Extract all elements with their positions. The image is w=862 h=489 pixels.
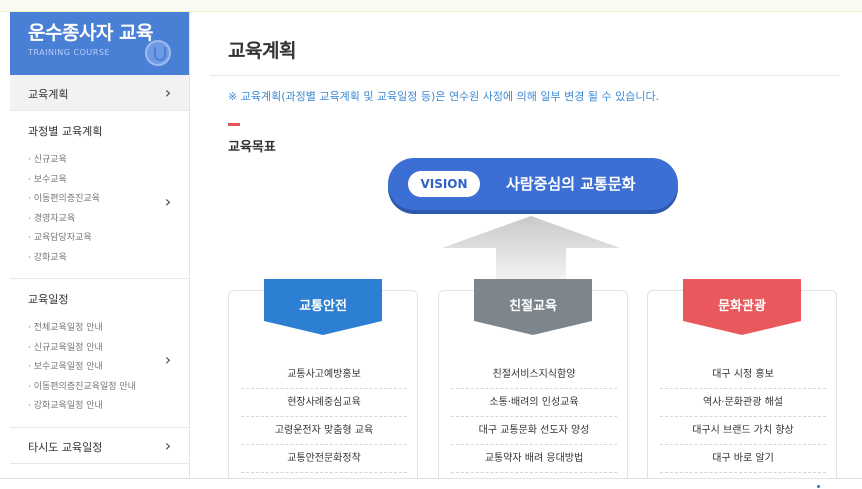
card-item: 현장사례중심교육 — [241, 389, 407, 417]
sidebar-subitem[interactable]: · 이동편의증진교육 — [28, 194, 100, 204]
scroll-indicator-icon — [817, 485, 820, 488]
card-item: 대구 시정 홍보 — [660, 361, 826, 389]
vision-tag: VISION — [408, 171, 480, 197]
card-item-list: 친절서비스지식함양 소통·배려의 인성교육 대구 교통문화 선도자 양성 교통약… — [451, 361, 617, 489]
page-title: 교육계획 — [228, 40, 296, 62]
card-item: 교통약자 배려 응대방법 — [451, 445, 617, 473]
goal-cards: 교통안전 교통사고예방홍보 현장사례중심교육 고령운전자 맞춤형 교육 교통안전… — [228, 279, 840, 489]
sidebar-subitem[interactable]: · 경영자교육 — [28, 213, 76, 224]
card-item: 대구 교통문화 선도자 양성 — [451, 417, 617, 445]
sidebar-subitem[interactable]: · 보수교육 — [28, 174, 67, 185]
card-item: 고령운전자 맞춤형 교육 — [241, 417, 407, 445]
sidebar: 운수종사자 교육 TRAINING COURSE 교육계획 › 과정별 교육계획… — [10, 12, 190, 478]
card-item: 역사·문화관광 해설 — [660, 389, 826, 417]
section-title: 교육목표 — [228, 140, 276, 155]
sidebar-header: 운수종사자 교육 TRAINING COURSE — [10, 12, 189, 75]
sidebar-subitem[interactable]: · 교육담당자교육 — [28, 233, 92, 243]
chevron-right-icon: › — [164, 83, 172, 102]
sidebar-group-title: 교육일정 — [28, 293, 69, 306]
sidebar-item-education-plan[interactable]: 교육계획 › — [10, 75, 189, 111]
top-strip — [0, 0, 862, 12]
card-title: 문화관광 — [718, 299, 766, 314]
vision-text: 사람중심의 교통문화 — [506, 175, 636, 193]
sidebar-item-label: 교육계획 — [28, 88, 69, 101]
card-item-list: 대구 시정 홍보 역사·문화관광 해설 대구시 브랜드 가치 향상 대구 바로 … — [660, 361, 826, 489]
sidebar-item-label: 타시도 교육일정 — [28, 440, 103, 454]
sidebar-group-schedule[interactable]: 교육일정 · 전체교육일정 안내 · 신규교육일정 안내 · 보수교육일정 안내… — [10, 279, 189, 428]
card-item: 대구시 브랜드 가치 향상 — [660, 417, 826, 445]
sidebar-subitem[interactable]: · 강화교육일정 안내 — [28, 401, 103, 411]
main-content: 교육계획 ※ 교육계획(과정별 교육계획 및 교육일정 등)은 연수원 사정에 … — [190, 12, 840, 489]
card-item: 친절서비스지식함양 — [451, 361, 617, 389]
sidebar-subitem[interactable]: · 신규교육일정 안내 — [28, 342, 103, 353]
card-title: 친절교육 — [509, 299, 557, 314]
card-banner-ribbon — [683, 279, 801, 335]
chevron-right-icon: › — [164, 349, 172, 369]
up-arrow-icon — [442, 216, 620, 298]
card-banner-ribbon — [264, 279, 382, 335]
sidebar-subitem[interactable]: · 이동편의증진교육일정 안내 — [28, 381, 136, 392]
sidebar-subtitle: TRAINING COURSE — [28, 48, 110, 57]
sidebar-group-title: 과정별 교육계획 — [28, 125, 103, 138]
notice-text: ※ 교육계획(과정별 교육계획 및 교육일정 등)은 연수원 사정에 의해 일부… — [228, 90, 660, 103]
sidebar-subitem[interactable]: · 신규교육 — [28, 155, 67, 165]
sidebar-title: 운수종사자 교육 — [28, 22, 153, 44]
sidebar-subitem[interactable]: · 전체교육일정 안내 — [28, 323, 103, 333]
section-marker — [228, 123, 240, 126]
card-item-list: 교통사고예방홍보 현장사례중심교육 고령운전자 맞춤형 교육 교통안전문화정착 … — [241, 361, 407, 489]
card-item: 대구 바로 알기 — [660, 445, 826, 473]
card-item: 교통사고예방홍보 — [241, 361, 407, 389]
sidebar-subitem[interactable]: · 강화교육 — [28, 252, 67, 263]
card-banner-ribbon — [474, 279, 592, 335]
card-item: 교통안전문화정착 — [241, 445, 407, 473]
sidebar-item-other-city-schedule[interactable]: 타시도 교육일정 › — [10, 428, 189, 464]
logo-icon — [145, 40, 171, 66]
card-title: 교통안전 — [299, 299, 347, 314]
sidebar-subitem[interactable]: · 보수교육일정 안내 — [28, 362, 103, 372]
card-item: 소통·배려의 인성교육 — [451, 389, 617, 417]
chevron-right-icon: › — [164, 191, 172, 211]
title-divider — [210, 75, 840, 76]
bottom-border — [0, 478, 862, 489]
goal-card-traffic-safety: 교통안전 교통사고예방홍보 현장사례중심교육 고령운전자 맞춤형 교육 교통안전… — [228, 279, 418, 489]
chevron-right-icon: › — [164, 435, 172, 455]
vision-banner: VISION 사람중심의 교통문화 — [388, 158, 678, 210]
goal-card-culture-tourism: 문화관광 대구 시정 홍보 역사·문화관광 해설 대구시 브랜드 가치 향상 대… — [647, 279, 837, 489]
goal-card-kindness-education: 친절교육 친절서비스지식함양 소통·배려의 인성교육 대구 교통문화 선도자 양… — [438, 279, 628, 489]
sidebar-group-course-plan[interactable]: 과정별 교육계획 · 신규교육 · 보수교육 · 이동편의증진교육 · 경영자교… — [10, 111, 189, 279]
